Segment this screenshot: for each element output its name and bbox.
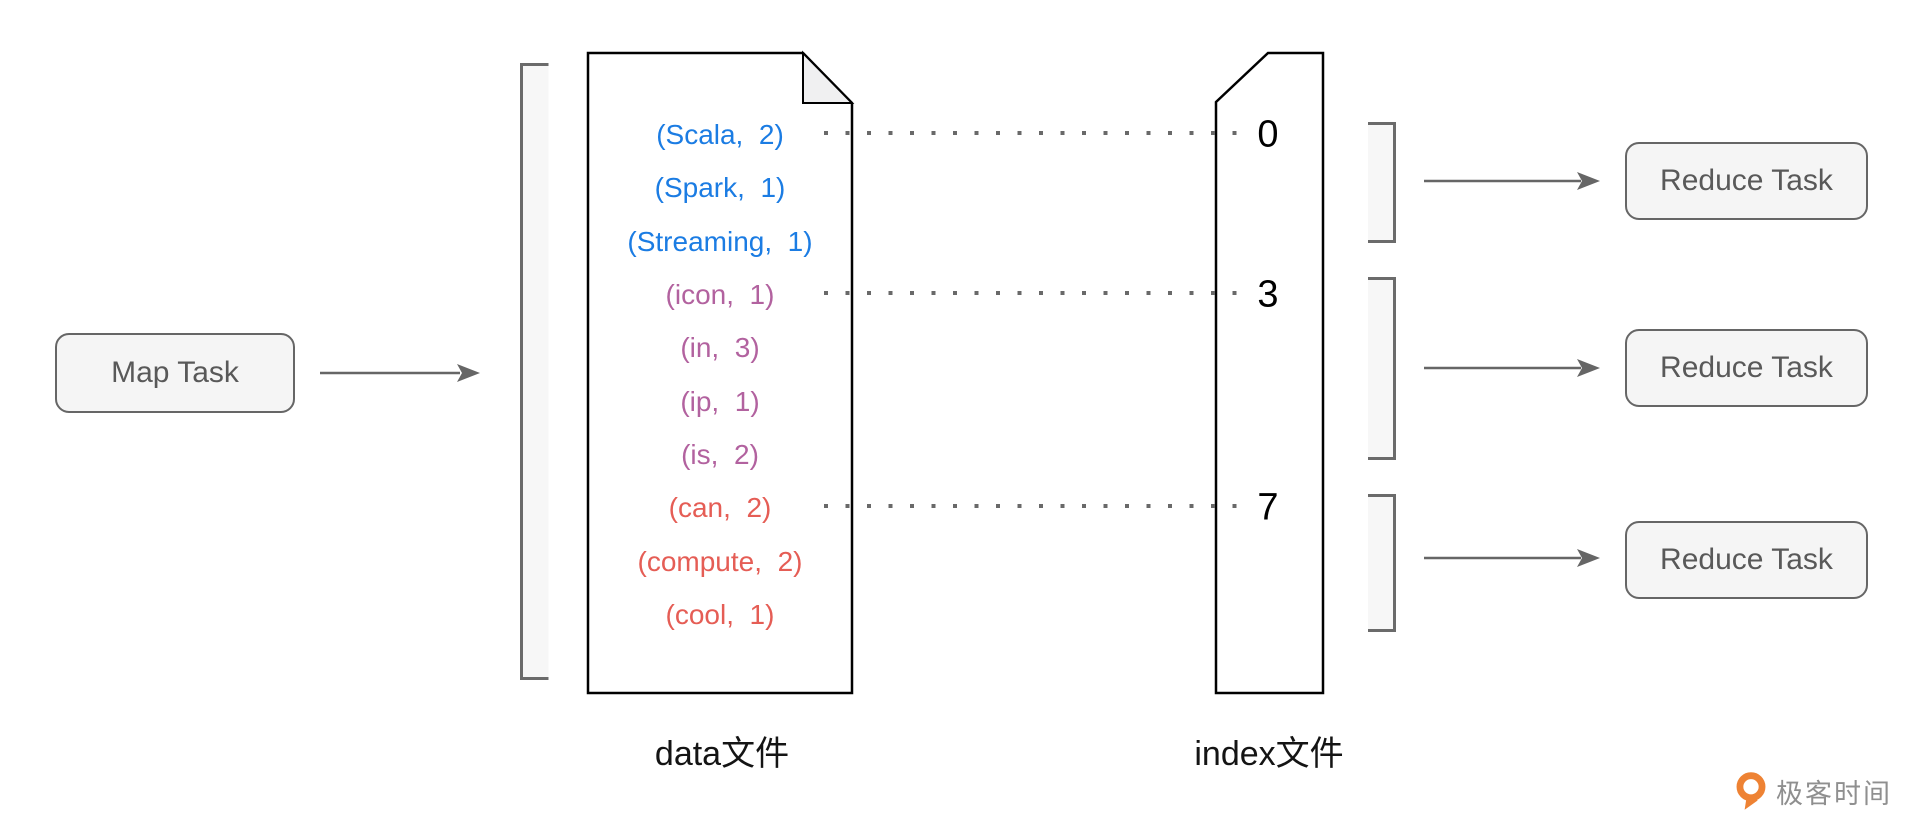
partition2-to-reduce-arrow [1424,359,1600,377]
index-file-shape [1214,51,1325,695]
kv-pair: (ip, 1) [680,386,760,417]
partition1-to-reduce-arrow [1424,172,1600,190]
kv-pair: (compute, 2) [637,546,803,577]
kv-pair: (can, 2) [668,492,772,523]
partition-bracket-2 [1368,277,1396,460]
reduce-task-label: Reduce Task [1660,351,1833,384]
partition3-to-reduce-arrow [1424,549,1600,567]
geektime-logo: 极客时间 [1734,770,1892,812]
map-task-node: Map Task [55,333,295,413]
map-to-datafile-arrow [320,364,480,382]
reduce-task-label: Reduce Task [1660,164,1833,197]
map-output-bracket [520,63,549,680]
kv-pair: (Streaming, 1) [627,226,813,257]
geektime-logo-text: 极客时间 [1776,778,1892,809]
geektime-logo-icon [1736,772,1766,810]
partition-bracket-3 [1368,494,1396,632]
reduce-task-label: Reduce Task [1660,543,1833,576]
kv-pair: (icon, 1) [665,279,775,310]
kv-pair: (is, 2) [681,439,759,470]
reduce-task-node-1: Reduce Task [1625,142,1868,220]
index-offset-7: 7 [1257,486,1279,529]
kv-pair: (in, 3) [680,332,760,363]
kv-pair: (cool, 1) [665,599,775,630]
reduce-task-node-3: Reduce Task [1625,521,1868,599]
kv-pair: (Spark, 1) [654,172,786,203]
data-file-shape [586,51,854,695]
map-task-label: Map Task [111,356,239,389]
data-file-fold-corner [802,50,855,104]
index-offset-0: 0 [1257,113,1279,156]
partition-bracket-1 [1368,122,1396,243]
index-file-label: index文件 [1194,735,1344,773]
data-file-label: data文件 [654,735,790,773]
reduce-task-node-2: Reduce Task [1625,329,1868,407]
kv-pair: (Scala, 2) [656,119,784,150]
index-offset-3: 3 [1257,273,1279,316]
